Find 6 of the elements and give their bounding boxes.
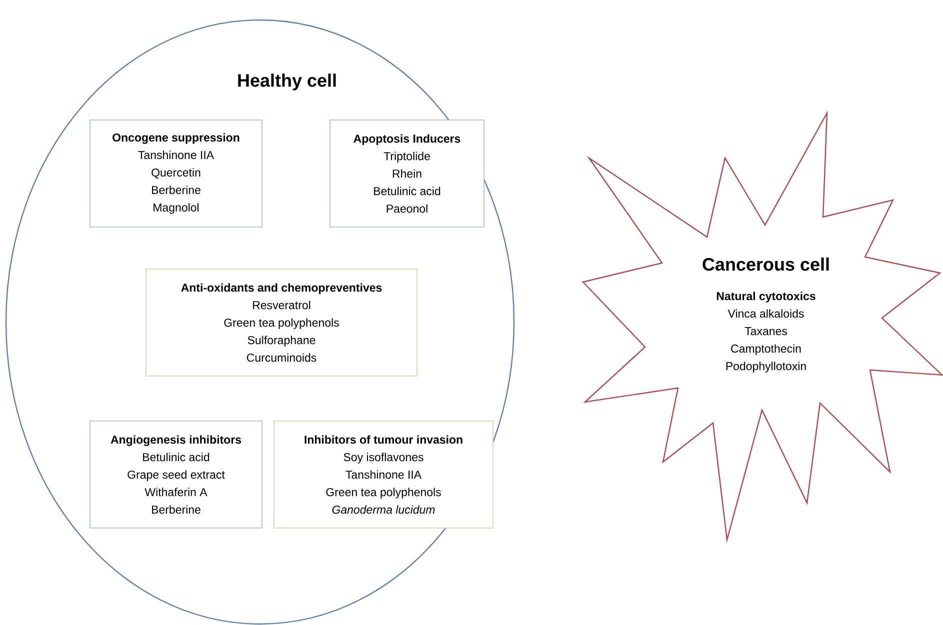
category-box: Apoptosis Inducers Triptolide Rhein Betulinic acid Paeonol (330, 120, 484, 228)
category-box: Inhibitors of tumour invasion Soy isoflavones Tanshinone IIA Green tea polyphenols Ganoderma lucidum (274, 420, 494, 528)
category-box: Oncogene suppression Tanshinone IIA Quercetin Berberine Magnolol (90, 120, 262, 228)
star-cell: Cancerous cell Natural cytotoxics Vinca alkaloids Taxanes Camptothecin Podophyllotoxin (582, 110, 943, 544)
category-box: Angiogenesis inhibitors Betulinic acid Grape seed extract Withaferin A Berberine (90, 420, 262, 528)
category-box: Anti-oxidants and chemopreventives Resveratrol Green tea polyphenols Sulforaphane Curcuminoids (146, 268, 418, 376)
